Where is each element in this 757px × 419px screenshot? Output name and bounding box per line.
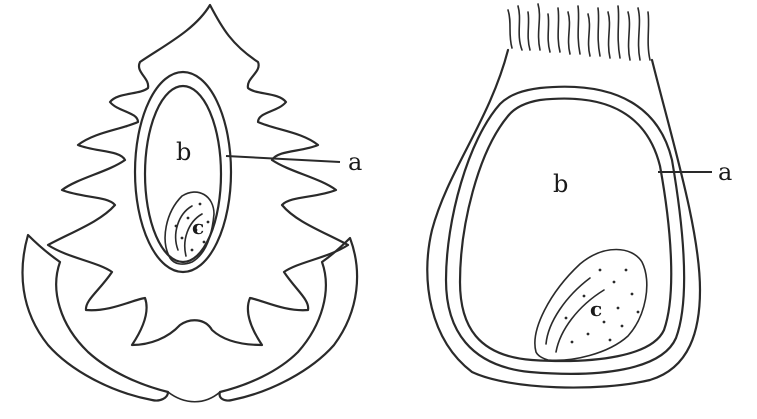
left-figure: b a c [23, 5, 363, 402]
left-leader-line [226, 156, 340, 162]
left-label-b: b [176, 138, 191, 166]
left-oval-outer [135, 72, 231, 272]
right-label-a: a [718, 158, 732, 186]
right-label-c: c [590, 297, 602, 321]
right-inner-layer [460, 99, 671, 361]
left-label-c: c [192, 215, 204, 239]
right-label-b: b [553, 170, 568, 198]
right-filaments [508, 4, 650, 60]
left-label-a: a [348, 148, 362, 176]
left-bottom-base [168, 392, 220, 402]
left-lower-bract-right [220, 238, 357, 401]
right-middle-layer [446, 87, 684, 374]
right-figure: b a c [427, 4, 732, 388]
right-inner-mass-fold [546, 278, 590, 344]
left-outer-envelope [48, 5, 348, 345]
